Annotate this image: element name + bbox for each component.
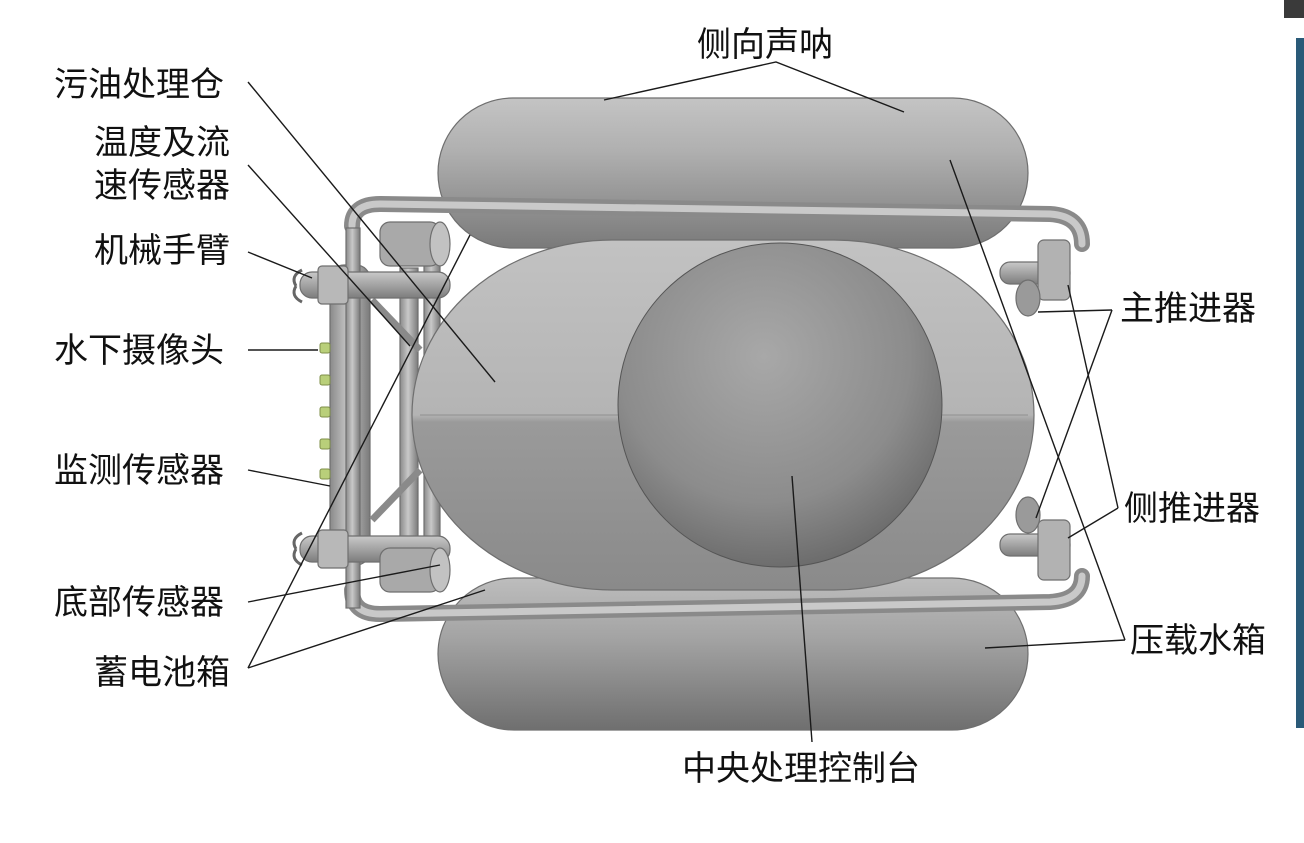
- label-robot-arm: 机械手臂: [94, 231, 230, 271]
- label-ballast-tank: 压载水箱: [1130, 621, 1266, 661]
- label-monitoring-sensor: 监测传感器: [54, 451, 224, 491]
- central-sphere: [617, 242, 943, 568]
- label-battery-box: 蓄电池箱: [94, 653, 230, 693]
- leader-ballast-tank-2: [949, 159, 1126, 641]
- right-thrusters: [999, 239, 1071, 581]
- label-temp-flow-sensor-line2: 速传感器: [94, 166, 230, 206]
- label-bottom-sensor: 底部传感器: [54, 583, 224, 623]
- edge-strip: [1296, 38, 1304, 728]
- labels: 侧向声呐 污油处理仓 温度及流 速传感器 机械手臂 水下摄像头 监测传感器 底部…: [54, 25, 1266, 789]
- label-side-sonar: 侧向声呐: [697, 25, 833, 65]
- leader-side-thruster-1: [1067, 507, 1119, 539]
- camera-array: [319, 342, 331, 480]
- corner-mark: [1284, 0, 1304, 18]
- label-side-thruster: 侧推进器: [1124, 489, 1260, 529]
- leader-lines: [247, 61, 1126, 743]
- leader-temp-flow-sensor: [247, 164, 411, 347]
- leader-robot-arm: [247, 251, 313, 279]
- label-temp-flow-sensor-line1: 温度及流: [94, 123, 230, 163]
- label-main-thruster: 主推进器: [1120, 289, 1256, 329]
- top-tank: [437, 97, 1029, 249]
- front-housings: [379, 221, 451, 593]
- leader-side-sonar: [603, 61, 905, 113]
- leader-bottom-sensor: [247, 564, 441, 603]
- leader-central-control: [791, 475, 813, 743]
- leader-main-thruster-1: [1037, 309, 1113, 313]
- label-central-control: 中央处理控制台: [682, 749, 920, 789]
- leader-side-thruster-2: [1067, 284, 1119, 509]
- leader-battery-box-2: [247, 234, 471, 669]
- top-rail: [344, 195, 1090, 252]
- label-underwater-camera: 水下摄像头: [54, 331, 224, 371]
- leader-main-thruster-2: [1035, 309, 1113, 519]
- leader-battery-box-1: [247, 589, 486, 669]
- label-oil-treatment-bay: 污油处理仓: [54, 65, 224, 105]
- leader-ballast-tank-1: [984, 639, 1126, 649]
- leader-oil-treatment-bay: [247, 81, 496, 383]
- leader-monitoring-sensor: [247, 469, 331, 487]
- robot-arm-upper: [292, 265, 451, 305]
